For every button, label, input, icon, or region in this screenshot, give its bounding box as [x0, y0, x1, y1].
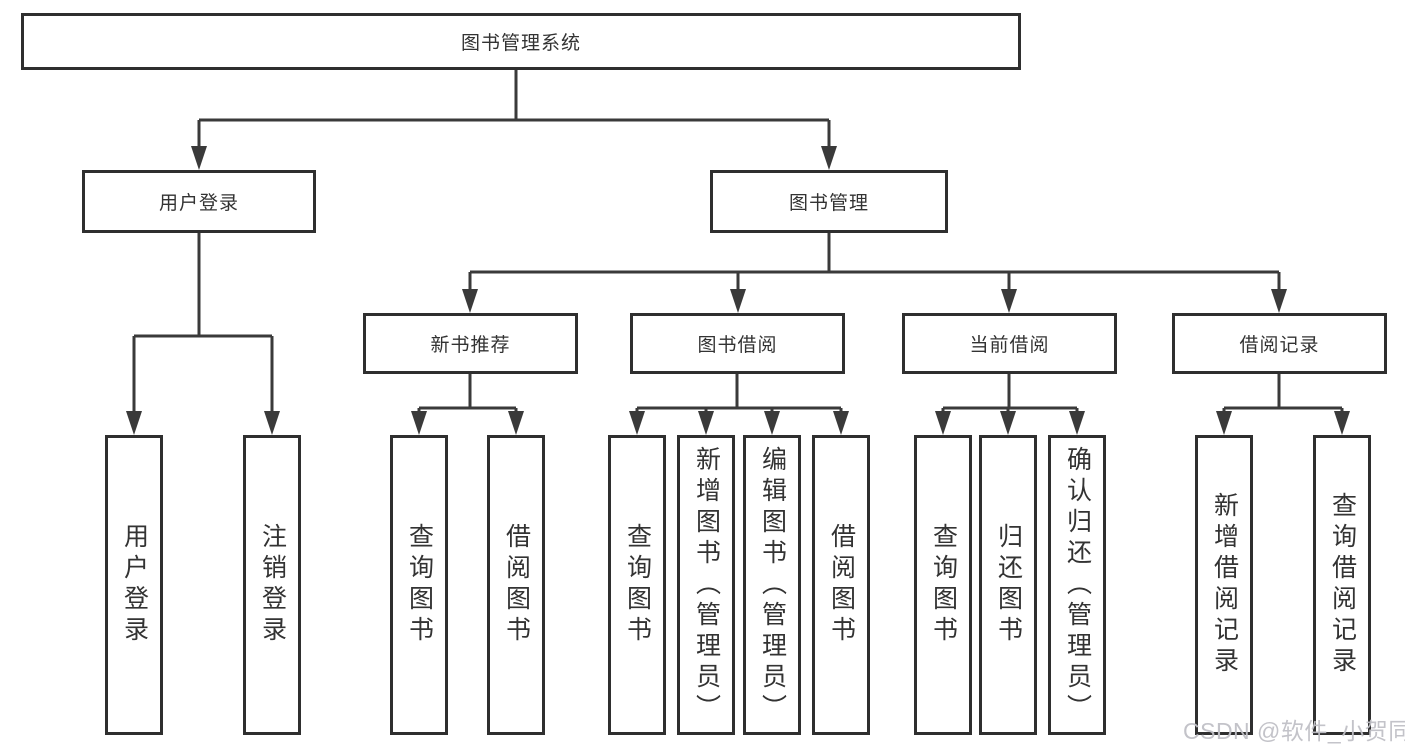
node-label: 查询图书 [623, 523, 652, 647]
node-label: 新增图书（管理员） [692, 445, 721, 725]
node-label: 查询图书 [405, 523, 434, 647]
leaf-edit-books-admin: 编辑图书（管理员） [743, 435, 801, 735]
node-label: 查询借阅记录 [1328, 492, 1357, 678]
arrowheads [126, 146, 1350, 435]
leaf-add-borrow-record: 新增借阅记录 [1195, 435, 1253, 735]
node-label: 用户登录 [158, 193, 239, 214]
node-label: 图书管理系统 [460, 33, 581, 54]
node-label: 用户登录 [120, 523, 149, 647]
node-label: 借阅图书 [502, 523, 531, 647]
node-label: 借阅记录 [1239, 335, 1320, 356]
leaf-user-login: 用户登录 [105, 435, 163, 735]
node-user-login: 用户登录 [82, 170, 316, 233]
leaf-confirm-return-admin: 确认归还（管理员） [1048, 435, 1106, 735]
node-label: 查询图书 [929, 523, 958, 647]
node-new-book-recommend: 新书推荐 [363, 313, 578, 374]
node-label: 图书管理 [788, 193, 869, 214]
node-label: 注销登录 [258, 523, 287, 647]
leaf-borrow-books-recommend: 借阅图书 [487, 435, 545, 735]
node-book-borrow: 图书借阅 [630, 313, 845, 374]
node-library-management-system: 图书管理系统 [21, 13, 1021, 70]
node-label: 当前借阅 [969, 335, 1050, 356]
node-label: 编辑图书（管理员） [758, 445, 787, 725]
node-label: 借阅图书 [827, 523, 856, 647]
leaf-add-books-admin: 新增图书（管理员） [677, 435, 735, 735]
leaf-logout: 注销登录 [243, 435, 301, 735]
leaf-query-borrow-record: 查询借阅记录 [1313, 435, 1371, 735]
leaf-query-books-recommend: 查询图书 [390, 435, 448, 735]
node-label: 新书推荐 [430, 335, 511, 356]
node-label: 确认归还（管理员） [1063, 445, 1092, 725]
leaf-query-books-current: 查询图书 [914, 435, 972, 735]
leaf-borrow-books: 借阅图书 [812, 435, 870, 735]
node-borrow-records: 借阅记录 [1172, 313, 1387, 374]
node-label: 归还图书 [994, 523, 1023, 647]
node-current-borrow: 当前借阅 [902, 313, 1117, 374]
node-label: 图书借阅 [697, 335, 778, 356]
leaf-query-books-borrow: 查询图书 [608, 435, 666, 735]
leaf-return-books: 归还图书 [979, 435, 1037, 735]
node-label: 新增借阅记录 [1210, 492, 1239, 678]
node-book-management: 图书管理 [710, 170, 948, 233]
